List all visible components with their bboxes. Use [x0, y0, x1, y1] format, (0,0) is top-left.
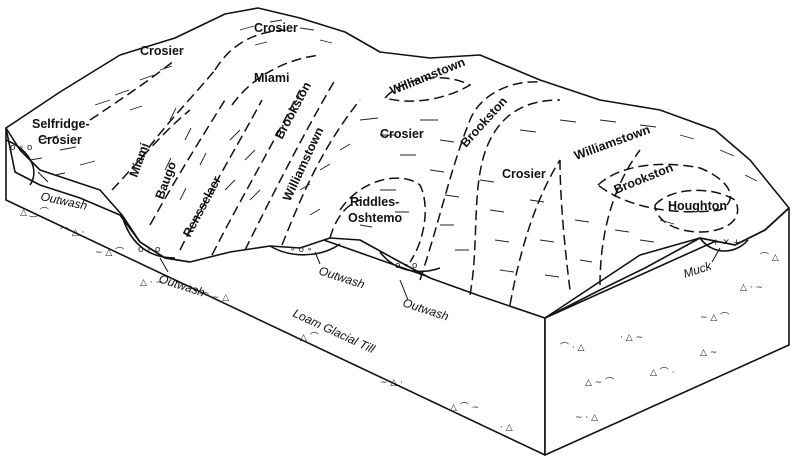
- svg-text:+ ✕ +: + ✕ +: [712, 238, 740, 248]
- label-riddles-line1: Riddles-: [350, 195, 399, 209]
- svg-text:△ ⌒ ·: △ ⌒ ·: [650, 367, 675, 378]
- svg-text:⌒ · △: ⌒ · △: [560, 342, 585, 353]
- label-selfridge-line1: Selfridge-: [32, 117, 90, 131]
- outwash-center-right-pointer: [399, 279, 409, 301]
- svg-text:o ∘ o: o ∘ o: [138, 245, 161, 255]
- svg-text:· △ ~: · △ ~: [620, 333, 643, 343]
- outwash-pocket-lower-left: [121, 214, 176, 259]
- svg-text:⌒ △ ·: ⌒ △ ·: [60, 227, 85, 238]
- label-selfridge-line2: Crosier: [38, 133, 82, 147]
- label-riddles-line2: Oshtemo: [348, 211, 403, 225]
- outwash-gravel: o ∘ o o ∘ o ∘ o ∘ o ∘ o + ✕ +: [10, 143, 740, 271]
- till-stipple: △ ‿ ⌒ ⌒ △ · ~ △ ⌒ △ · ~ ⌒ ~ △ △ ⌒ ~ △ · …: [20, 207, 779, 433]
- label-crosier-top: Crosier: [254, 21, 298, 35]
- right-face: [544, 207, 790, 456]
- svg-text:o ∘ o: o ∘ o: [395, 261, 418, 271]
- svg-text:⌒ ~ △: ⌒ ~ △: [200, 292, 229, 303]
- svg-text:△ ~ ⌒: △ ~ ⌒: [585, 377, 614, 388]
- outwash-lower-left-pointer: [159, 257, 169, 273]
- svg-text:△ ~: △ ~: [700, 348, 717, 358]
- svg-text:△ ⌒ ~: △ ⌒ ~: [450, 402, 479, 413]
- outwash-pocket-left: [5, 139, 35, 186]
- outwash-left-pointer: [37, 171, 49, 183]
- svg-text:△ ‿ ⌒: △ ‿ ⌒: [20, 207, 49, 218]
- label-crosier-left: Crosier: [140, 44, 184, 58]
- svg-text:· △: · △: [500, 423, 513, 433]
- svg-text:△ ⌒: △ ⌒: [300, 332, 319, 343]
- slope-hatching: [29, 19, 758, 278]
- svg-text:△ · ~: △ · ~: [140, 278, 163, 288]
- outwash-center-pointer: [314, 251, 321, 265]
- soil-boundaries: [89, 29, 739, 306]
- svg-text:~ · △: ~ · △: [575, 413, 598, 423]
- svg-text:~ △ ⌒: ~ △ ⌒: [700, 312, 729, 323]
- svg-text:△ · ~: △ · ~: [740, 283, 763, 293]
- muck-pocket: [699, 237, 749, 252]
- outwash-pocket-center: [269, 243, 341, 256]
- svg-text:~ △ ⌒: ~ △ ⌒: [95, 247, 124, 258]
- label-houghton: Houghton: [668, 199, 727, 213]
- svg-text:~ △ ·: ~ △ ·: [380, 378, 403, 388]
- svg-text:⌒ △: ⌒ △: [760, 252, 779, 263]
- svg-text:o ∘ o: o ∘ o: [10, 143, 33, 153]
- outwash-pocket-center-right: [379, 251, 441, 273]
- front-profile: [5, 127, 191, 263]
- svg-text:∘ o ∘: ∘ o ∘: [290, 245, 313, 255]
- muck-pointer: [711, 247, 721, 263]
- label-crosier-center: Crosier: [380, 127, 424, 141]
- label-miami-upper: Miami: [254, 71, 289, 85]
- label-crosier-right: Crosier: [502, 167, 546, 181]
